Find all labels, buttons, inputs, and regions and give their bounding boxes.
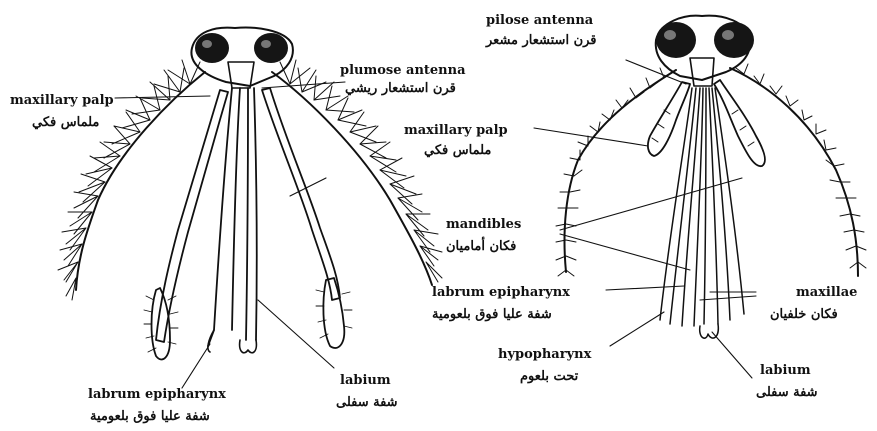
- left-label-labium: labium شفة سفلى: [336, 373, 398, 410]
- right-label-maxillary-palp: maxillary palp ملماس فكي: [404, 123, 508, 158]
- right-clypeus: [690, 58, 714, 86]
- left-maxillary-palp-right: [262, 88, 352, 348]
- svg-text:labium: labium: [340, 373, 391, 388]
- right-label-labium: labium شفة سفلى: [756, 363, 818, 400]
- right-label-mandibles: mandibles فكان أماميان: [446, 217, 521, 254]
- left-eye-right-highlight: [261, 40, 271, 48]
- svg-text:شفة عليا فوق بلعومية: شفة عليا فوق بلعومية: [432, 307, 552, 322]
- right-label-maxillae: maxillae فكان خلفيان: [770, 285, 857, 322]
- right-eye-right: [714, 22, 754, 58]
- right-pilose-antenna-left: [556, 68, 676, 276]
- svg-text:شفة سفلى: شفة سفلى: [756, 385, 818, 400]
- left-label-maxillary-palp: maxillary palp ملماس فكي: [10, 93, 114, 130]
- right-label-pilose-antenna: pilose antenna قرن استشعار مشعر: [485, 13, 597, 48]
- svg-text:فكان أماميان: فكان أماميان: [446, 237, 516, 254]
- svg-text:قرن استشعار ريشي: قرن استشعار ريشي: [345, 81, 456, 96]
- svg-text:فكان خلفيان: فكان خلفيان: [770, 307, 838, 322]
- svg-text:شفة عليا فوق بلعومية: شفة عليا فوق بلعومية: [90, 409, 210, 424]
- right-stylet-bundle: [660, 88, 744, 338]
- svg-text:maxillary palp: maxillary palp: [404, 123, 508, 138]
- svg-text:hypopharynx: hypopharynx: [498, 347, 592, 362]
- left-eye-left-highlight: [202, 40, 212, 48]
- svg-text:ملماس فكي: ملماس فكي: [424, 143, 491, 158]
- svg-text:maxillae: maxillae: [796, 285, 857, 300]
- right-pilose-antenna-right: [730, 64, 866, 276]
- svg-text:maxillary palp: maxillary palp: [10, 93, 114, 108]
- svg-text:labrum epipharynx: labrum epipharynx: [432, 285, 570, 300]
- right-eye-right-highlight: [722, 30, 734, 40]
- right-mosquito-head: [656, 16, 754, 86]
- left-label-plumose-antenna: plumose antenna قرن استشعار ريشي: [340, 63, 466, 96]
- right-maxillary-palp-right: [714, 80, 765, 166]
- right-eye-left-highlight: [664, 30, 676, 40]
- svg-text:pilose antenna: pilose antenna: [486, 13, 594, 28]
- left-eye-left: [195, 33, 229, 63]
- svg-text:ملماس فكي: ملماس فكي: [32, 115, 99, 130]
- svg-text:labrum epipharynx: labrum epipharynx: [88, 387, 226, 402]
- svg-text:mandibles: mandibles: [446, 217, 521, 232]
- left-eye-right: [254, 33, 288, 63]
- left-proboscis: [208, 88, 257, 353]
- svg-text:شفة سفلى: شفة سفلى: [336, 395, 398, 410]
- svg-text:plumose antenna: plumose antenna: [340, 63, 466, 78]
- right-eye-left: [656, 22, 696, 58]
- svg-text:قرن استشعار مشعر: قرن استشعار مشعر: [485, 33, 597, 48]
- right-label-labrum: labrum epipharynx شفة عليا فوق بلعومية: [432, 285, 570, 322]
- left-mosquito-head: [191, 28, 292, 88]
- left-label-labrum: labrum epipharynx شفة عليا فوق بلعومية: [88, 387, 226, 424]
- right-label-hypopharynx: hypopharynx تحت بلعوم: [498, 347, 592, 384]
- right-leader-lines: [534, 60, 756, 378]
- svg-text:تحت بلعوم: تحت بلعوم: [520, 369, 579, 384]
- left-leader-lines: [115, 82, 345, 388]
- svg-text:labium: labium: [760, 363, 811, 378]
